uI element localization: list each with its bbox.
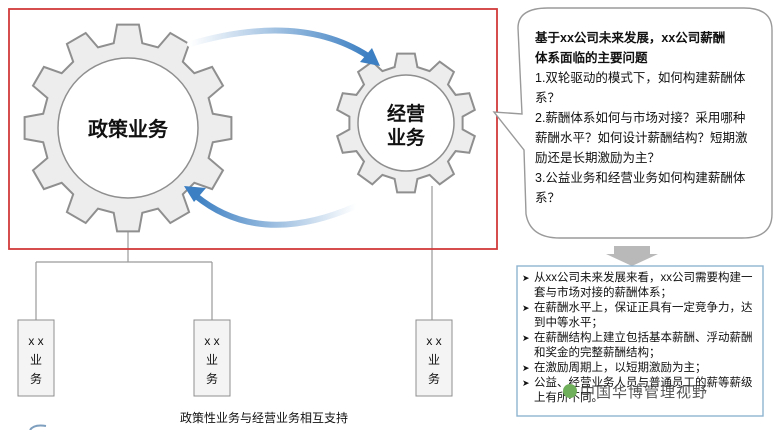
- right-gear-label-line2: 业务: [387, 126, 426, 149]
- left-gear-label: 政策业务: [88, 117, 169, 141]
- conclusion-item: ➤ 在薪酬结构上建立包括基本薪酬、浮动薪酬和奖金的完整薪酬结构；: [522, 331, 754, 361]
- conclusion-item: ➤ 从xx公司未来发展来看，xx公司需要构建一套与市场对接的薪酬体系；: [522, 271, 754, 301]
- connector-lines: [35, 186, 433, 320]
- unit-3-line-2: 业: [427, 353, 440, 367]
- conclusion-item-text: 在薪酬结构上建立包括基本薪酬、浮动薪酬和奖金的完整薪酬结构；: [534, 332, 753, 359]
- unit-box-1: [17, 319, 55, 397]
- conclusion-item: ➤ 在薪酬水平上，保证正具有一定竞争力，达到中等水平；: [522, 301, 754, 331]
- conclusion-list: ➤ 从xx公司未来发展来看，xx公司需要构建一套与市场对接的薪酬体系； ➤ 在薪酬水…: [522, 271, 754, 406]
- bullet-arrow-icon: ➤: [522, 378, 530, 388]
- question-bubble-text: 基于xx公司未来发展，xx公司薪酬 体系面临的主要问题 1.双轮驱动的模式下，如…: [535, 28, 757, 208]
- bubble-title-line-1: 基于xx公司未来发展，xx公司薪酬: [535, 31, 726, 45]
- diagram-caption: 政策性业务与经营业务相互支持: [180, 411, 349, 425]
- bullet-arrow-icon: ➤: [522, 363, 530, 373]
- corner-decoration: [29, 424, 47, 430]
- bubble-title-line-2: 体系面临的主要问题: [535, 51, 648, 65]
- unit-2-line-3: 务: [205, 372, 218, 386]
- unit-1-line-2: 业: [29, 353, 42, 367]
- bubble-question-3: 3.公益业务和经营业务如何构建薪酬体系？: [535, 171, 746, 205]
- bullet-arrow-icon: ➤: [522, 333, 530, 343]
- unit-2-line-1: x x: [204, 334, 220, 348]
- unit-box-3: [415, 319, 453, 397]
- unit-1-line-3: 务: [29, 372, 42, 386]
- conclusion-item-text: 公益、经营业务人员与普通员工的薪等薪级上有所不同。: [534, 377, 753, 404]
- bubble-question-2: 2.薪酬体系如何与市场对接？采用哪种薪酬水平？如何设计薪酬结构？短期激励还是长期…: [535, 111, 748, 165]
- unit-2-line-2: 业: [205, 353, 218, 367]
- watermark-logo-icon: [563, 384, 577, 398]
- unit-1-text: x x 业 务: [18, 334, 54, 387]
- conclusion-item: ➤ 在激励周期上，以短期激励为主；: [522, 361, 754, 376]
- unit-box-2: [193, 319, 231, 397]
- right-gear-label-line1: 经营: [387, 102, 425, 125]
- unit-1-line-1: x x: [28, 334, 44, 348]
- conclusion-item-text: 在薪酬水平上，保证正具有一定竞争力，达到中等水平；: [534, 302, 753, 329]
- bubble-question-1: 1.双轮驱动的模式下，如何构建薪酬体系？: [535, 71, 746, 105]
- left-gear-hub: [57, 57, 199, 199]
- bottom-arrow: [184, 186, 359, 228]
- watermark-text: 中国华博管理视野: [580, 384, 709, 401]
- conclusion-item-text: 在激励周期上，以短期激励为主；: [534, 362, 707, 374]
- gears-frame: [8, 8, 498, 250]
- down-arrow-icon: [606, 246, 658, 266]
- bullet-arrow-icon: ➤: [522, 273, 530, 283]
- conclusion-item: ➤ 公益、经营业务人员与普通员工的薪等薪级上有所不同。: [522, 376, 754, 406]
- conclusion-box: [516, 265, 764, 417]
- question-bubble: [492, 7, 773, 239]
- unit-3-line-1: x x: [426, 334, 442, 348]
- unit-3-line-3: 务: [427, 372, 440, 386]
- unit-2-text: x x 业 务: [194, 334, 230, 387]
- right-gear-hub: [357, 74, 455, 172]
- top-arrow: [187, 27, 380, 66]
- unit-3-text: x x 业 务: [416, 334, 452, 387]
- conclusion-item-text: 从xx公司未来发展来看，xx公司需要构建一套与市场对接的薪酬体系；: [534, 272, 753, 299]
- bullet-arrow-icon: ➤: [522, 303, 530, 313]
